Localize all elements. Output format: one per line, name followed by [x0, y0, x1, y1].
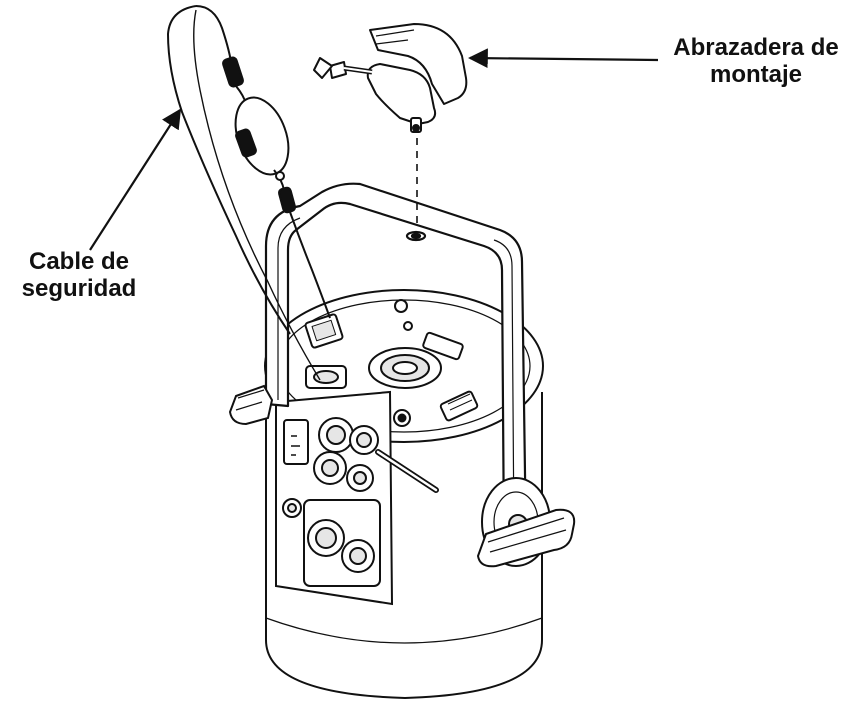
mounting-clamp-label-line2: montaje	[709, 61, 802, 88]
clamp-arrow-icon	[468, 48, 659, 69]
safety-cable-label: Cable de seguridad	[0, 248, 158, 302]
mounting-clamp-label: Abrazadera de montaje	[662, 34, 850, 88]
safety-cable-label-line1: Cable de	[28, 248, 130, 275]
safety-cable-icon	[166, 5, 331, 381]
cable-arrow-icon	[89, 108, 182, 251]
mounting-clamp-label-line1: Abrazadera de	[673, 34, 839, 61]
safety-cable-label-line2: seguridad	[21, 275, 137, 302]
connector-panel	[275, 390, 439, 606]
right-knob-icon	[476, 477, 576, 568]
mounting-clamp-icon	[313, 23, 468, 133]
left-knob-icon	[228, 384, 274, 426]
